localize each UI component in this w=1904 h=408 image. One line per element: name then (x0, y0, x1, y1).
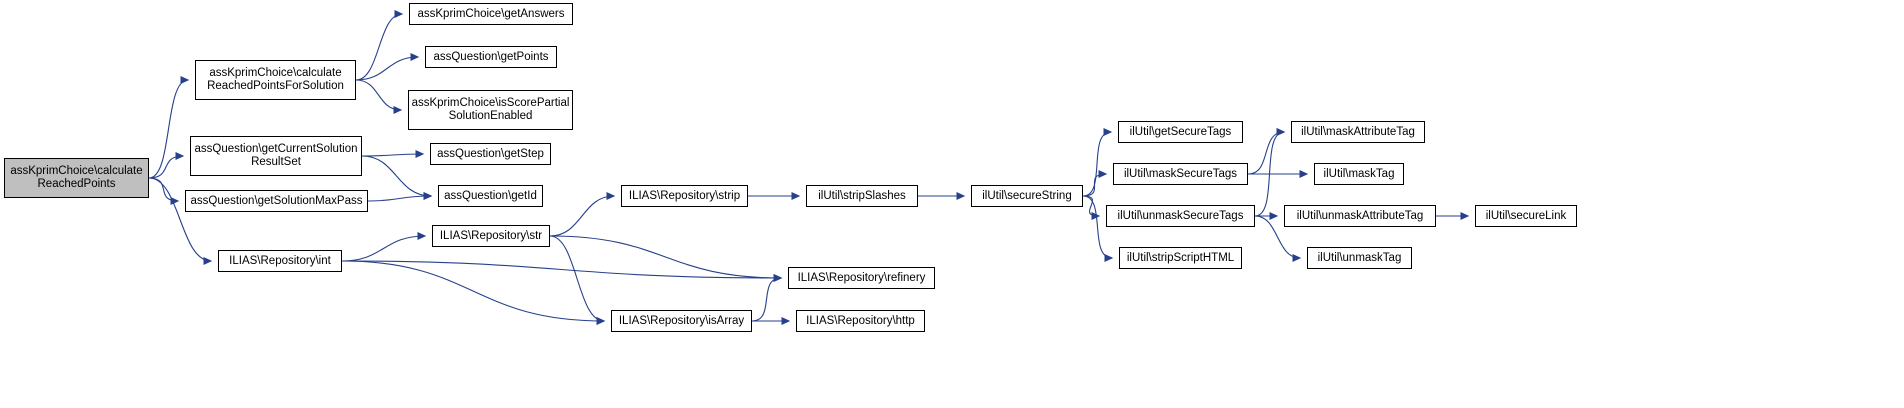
graph-edge-arrow (423, 192, 433, 200)
graph-node[interactable]: ilUtil\maskSecureTags (1113, 163, 1248, 185)
graph-edge (355, 79, 402, 111)
graph-edge (1082, 173, 1107, 197)
graph-node[interactable]: assKprimChoice\getAnswers (409, 3, 573, 25)
graph-edge (355, 13, 403, 81)
graph-node[interactable]: assQuestion\getPoints (425, 46, 557, 68)
graph-edge (1082, 131, 1112, 197)
graph-node[interactable]: ILIAS\Repository\strip (621, 185, 748, 207)
graph-node[interactable]: ILIAS\Repository\refinery (788, 267, 935, 289)
graph-edge (751, 277, 782, 322)
graph-edge (148, 79, 189, 179)
graph-node[interactable]: ILIAS\Repository\isArray (611, 310, 752, 332)
graph-node[interactable]: ilUtil\secureString (971, 185, 1083, 207)
graph-edge-arrow (1103, 128, 1113, 136)
graph-node[interactable]: ilUtil\unmaskTag (1307, 247, 1412, 269)
graph-node[interactable]: ilUtil\stripSlashes (806, 185, 918, 207)
graph-edge (355, 56, 419, 81)
graph-edge-arrow (1460, 212, 1470, 220)
graph-edge-arrow (1276, 128, 1286, 136)
graph-edge-arrow (773, 274, 783, 282)
graph-edge-arrow (1104, 254, 1114, 262)
graph-node[interactable]: assKprimChoice\isScorePartial SolutionEn… (408, 90, 573, 130)
graph-node[interactable]: assKprimChoice\calculate ReachedPointsFo… (195, 60, 356, 100)
graph-node[interactable]: assKprimChoice\calculate ReachedPoints (4, 158, 149, 198)
graph-edge (549, 235, 782, 279)
graph-edge (367, 195, 432, 202)
graph-node[interactable]: assQuestion\getCurrentSolution ResultSet (190, 136, 362, 176)
graph-node[interactable]: ILIAS\Repository\str (432, 225, 550, 247)
graph-edge-arrow (781, 317, 791, 325)
graph-edge-arrow (791, 192, 801, 200)
graph-edge-arrow (203, 257, 213, 265)
graph-edge (341, 235, 426, 262)
graph-edge-arrow (1292, 254, 1302, 262)
graph-edge (361, 155, 432, 197)
graph-edge-arrow (415, 150, 425, 158)
graph-edge-arrow (1091, 212, 1101, 220)
graph-edge-arrow (1098, 170, 1108, 178)
graph-node[interactable]: ilUtil\secureLink (1475, 205, 1577, 227)
graph-node[interactable]: assQuestion\getStep (430, 143, 551, 165)
graph-node[interactable]: ilUtil\maskTag (1314, 163, 1404, 185)
graph-node[interactable]: ILIAS\Repository\http (796, 310, 925, 332)
graph-edge (148, 155, 184, 179)
graph-edge-arrow (596, 317, 606, 325)
graph-node[interactable]: ilUtil\stripScriptHTML (1119, 247, 1242, 269)
graph-edge (361, 153, 424, 157)
graph-edge-arrow (1299, 170, 1309, 178)
graph-node[interactable]: assQuestion\getSolutionMaxPass (185, 190, 368, 212)
graph-node[interactable]: ilUtil\unmaskAttributeTag (1284, 205, 1436, 227)
graph-edge-arrow (1269, 212, 1279, 220)
graph-edge (549, 235, 605, 322)
graph-edge (1247, 131, 1285, 175)
graph-edge (148, 177, 179, 202)
graph-node[interactable]: ilUtil\getSecureTags (1118, 121, 1243, 143)
graph-edge-arrow (180, 76, 190, 84)
graph-edge-arrow (394, 10, 404, 18)
graph-edge-arrow (417, 232, 427, 240)
graph-edge (549, 195, 615, 237)
graph-node[interactable]: assQuestion\getId (438, 185, 543, 207)
graph-edge (341, 260, 605, 322)
graph-node[interactable]: ilUtil\maskAttributeTag (1291, 121, 1425, 143)
graph-edge-arrow (175, 152, 185, 160)
graph-edge (341, 260, 782, 279)
graph-node[interactable]: ILIAS\Repository\int (218, 250, 342, 272)
graph-edge-arrow (606, 192, 616, 200)
graph-edge-arrow (410, 53, 420, 61)
graph-edge-arrow (956, 192, 966, 200)
graph-edge (148, 177, 212, 262)
graph-node[interactable]: ilUtil\unmaskSecureTags (1106, 205, 1255, 227)
graph-edge-arrow (393, 106, 403, 114)
